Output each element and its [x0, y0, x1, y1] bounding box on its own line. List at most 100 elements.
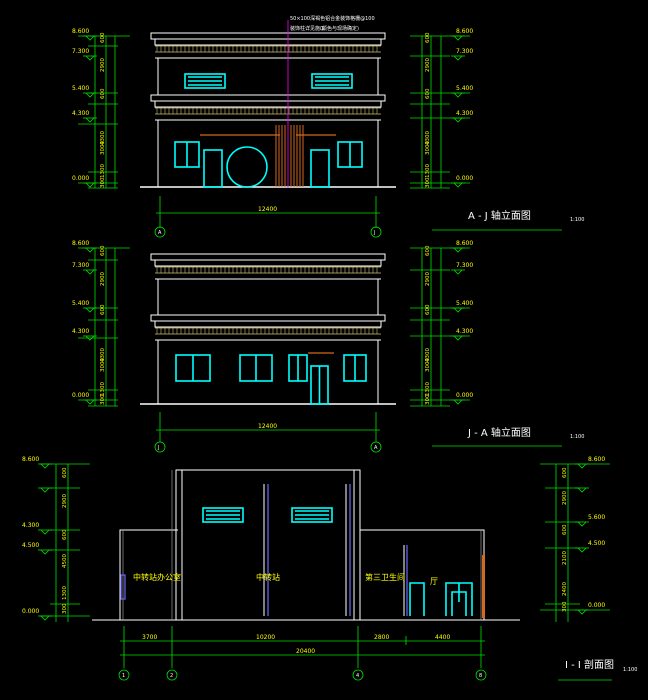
dim-label: 2900 [62, 494, 68, 508]
dim-label: 4500 [62, 554, 68, 568]
section-i-i: 中转站办公室 中转站 第三卫生间 厅 1 2 4 8 3700 10200 28… [37, 463, 637, 681]
dim-label: 600 [425, 304, 431, 315]
dim-label: 3000 [425, 358, 431, 372]
level-label: 4.300 [72, 328, 89, 335]
level-label: 0.000 [588, 602, 605, 609]
dim-label: 600 [562, 524, 568, 535]
dim-label: 600 [100, 304, 106, 315]
level-label: 4.500 [588, 540, 605, 547]
dim-label: 600 [562, 467, 568, 478]
dim-label: 300 [100, 394, 106, 405]
span-4: 4400 [435, 634, 450, 641]
dim-label: 300 [425, 177, 431, 188]
room-transfer: 中转站 [256, 572, 280, 582]
dim-label: 300 [562, 601, 568, 612]
level-label: 5.600 [588, 514, 605, 521]
room-toilet: 第三卫生间 [365, 572, 405, 582]
span-3: 2800 [374, 634, 389, 641]
level-label: 0.000 [456, 175, 473, 182]
elevation-a-j: 50×100深褐色铝合金装饰格栅@100 装饰柱详见施工 (颜色与现场确定) 1… [78, 15, 584, 334]
level-label: 7.300 [456, 48, 473, 55]
elev2-grid-right: A [374, 445, 378, 451]
dim-label: 4300 [100, 131, 106, 145]
elev2-width: 12400 [258, 423, 277, 430]
level-label: 4.300 [22, 522, 39, 529]
elev1-title: A - J 轴立面图 [468, 209, 531, 222]
level-label: 5.400 [456, 85, 473, 92]
dim-label: 600 [100, 88, 106, 99]
dim-label: 4300 [425, 348, 431, 362]
level-label: 0.000 [22, 608, 39, 615]
level-label: 5.400 [72, 85, 89, 92]
elevation-j-a: 12400 J A J - A 轴立面图 1:100 [78, 247, 584, 453]
level-label: 5.400 [456, 300, 473, 307]
dim-label: 1300 [100, 382, 106, 396]
level-label: 7.300 [72, 48, 89, 55]
level-label: 7.300 [72, 262, 89, 269]
dim-label: 2900 [562, 491, 568, 505]
span-1: 3700 [142, 634, 157, 641]
dim-label: 300 [425, 394, 431, 405]
level-label: 8.600 [72, 28, 89, 35]
dim-label: 1300 [425, 164, 431, 178]
dim-label: 300 [62, 603, 68, 614]
elev1-grid-right: J [373, 230, 375, 236]
section-title: I - I 剖面图 [565, 658, 614, 671]
dim-label: 1300 [62, 586, 68, 600]
dim-label: 3000 [100, 358, 106, 372]
room-office: 中转站办公室 [133, 572, 181, 582]
level-label: 5.400 [72, 300, 89, 307]
span-total: 20400 [296, 648, 315, 655]
elev2-grid-left: J [157, 445, 159, 451]
elev2-title: J - A 轴立面图 [467, 426, 531, 439]
level-label: 8.600 [456, 240, 473, 247]
level-label: 4.300 [456, 328, 473, 335]
dim-label: 4300 [425, 131, 431, 145]
dim-label: 2900 [425, 272, 431, 286]
dim-label: 600 [425, 245, 431, 256]
dim-label: 1300 [425, 382, 431, 396]
level-label: 0.000 [72, 175, 89, 182]
note-column: 装饰柱详见施工 [290, 25, 325, 32]
dim-label: 2900 [425, 58, 431, 72]
grid-4: 4 [356, 673, 359, 679]
dim-label: 2100 [562, 551, 568, 565]
grid-1: 1 [122, 673, 125, 679]
level-label: 7.300 [456, 262, 473, 269]
room-hall: 厅 [430, 577, 438, 586]
grid-8: 8 [479, 673, 482, 679]
span-2: 10200 [256, 634, 275, 641]
dim-label: 3000 [425, 141, 431, 155]
dim-label: 3000 [100, 141, 106, 155]
level-label: 8.600 [588, 456, 605, 463]
dim-label: 2900 [100, 272, 106, 286]
elev1-scale: 1:100 [570, 217, 584, 223]
dim-label: 600 [425, 88, 431, 99]
dim-label: 600 [62, 529, 68, 540]
dim-label: 300 [100, 177, 106, 188]
dim-label: 600 [100, 245, 106, 256]
level-label: 4.300 [72, 110, 89, 117]
dim-label: 2900 [100, 58, 106, 72]
dim-label: 600 [100, 32, 106, 43]
dim-label: 4300 [100, 348, 106, 362]
note-color: (颜色与现场确定) [320, 25, 359, 32]
elev2-scale: 1:100 [570, 434, 584, 440]
dim-label: 600 [425, 32, 431, 43]
level-label: 4.300 [456, 110, 473, 117]
level-label: 8.600 [22, 456, 39, 463]
dim-label: 1300 [100, 164, 106, 178]
level-label: 0.000 [72, 392, 89, 399]
elev1-width: 12400 [258, 206, 277, 213]
level-label: 8.600 [72, 240, 89, 247]
level-label: 0.000 [456, 392, 473, 399]
dim-label: 600 [62, 467, 68, 478]
level-label: 8.600 [456, 28, 473, 35]
level-label: 4.500 [22, 542, 39, 549]
note-grille: 50×100深褐色铝合金装饰格栅@100 [290, 15, 375, 22]
section-scale: 1:100 [623, 667, 637, 673]
elev1-grid-left: A [158, 230, 162, 236]
dim-label: 2400 [562, 582, 568, 596]
grid-2: 2 [170, 673, 173, 679]
